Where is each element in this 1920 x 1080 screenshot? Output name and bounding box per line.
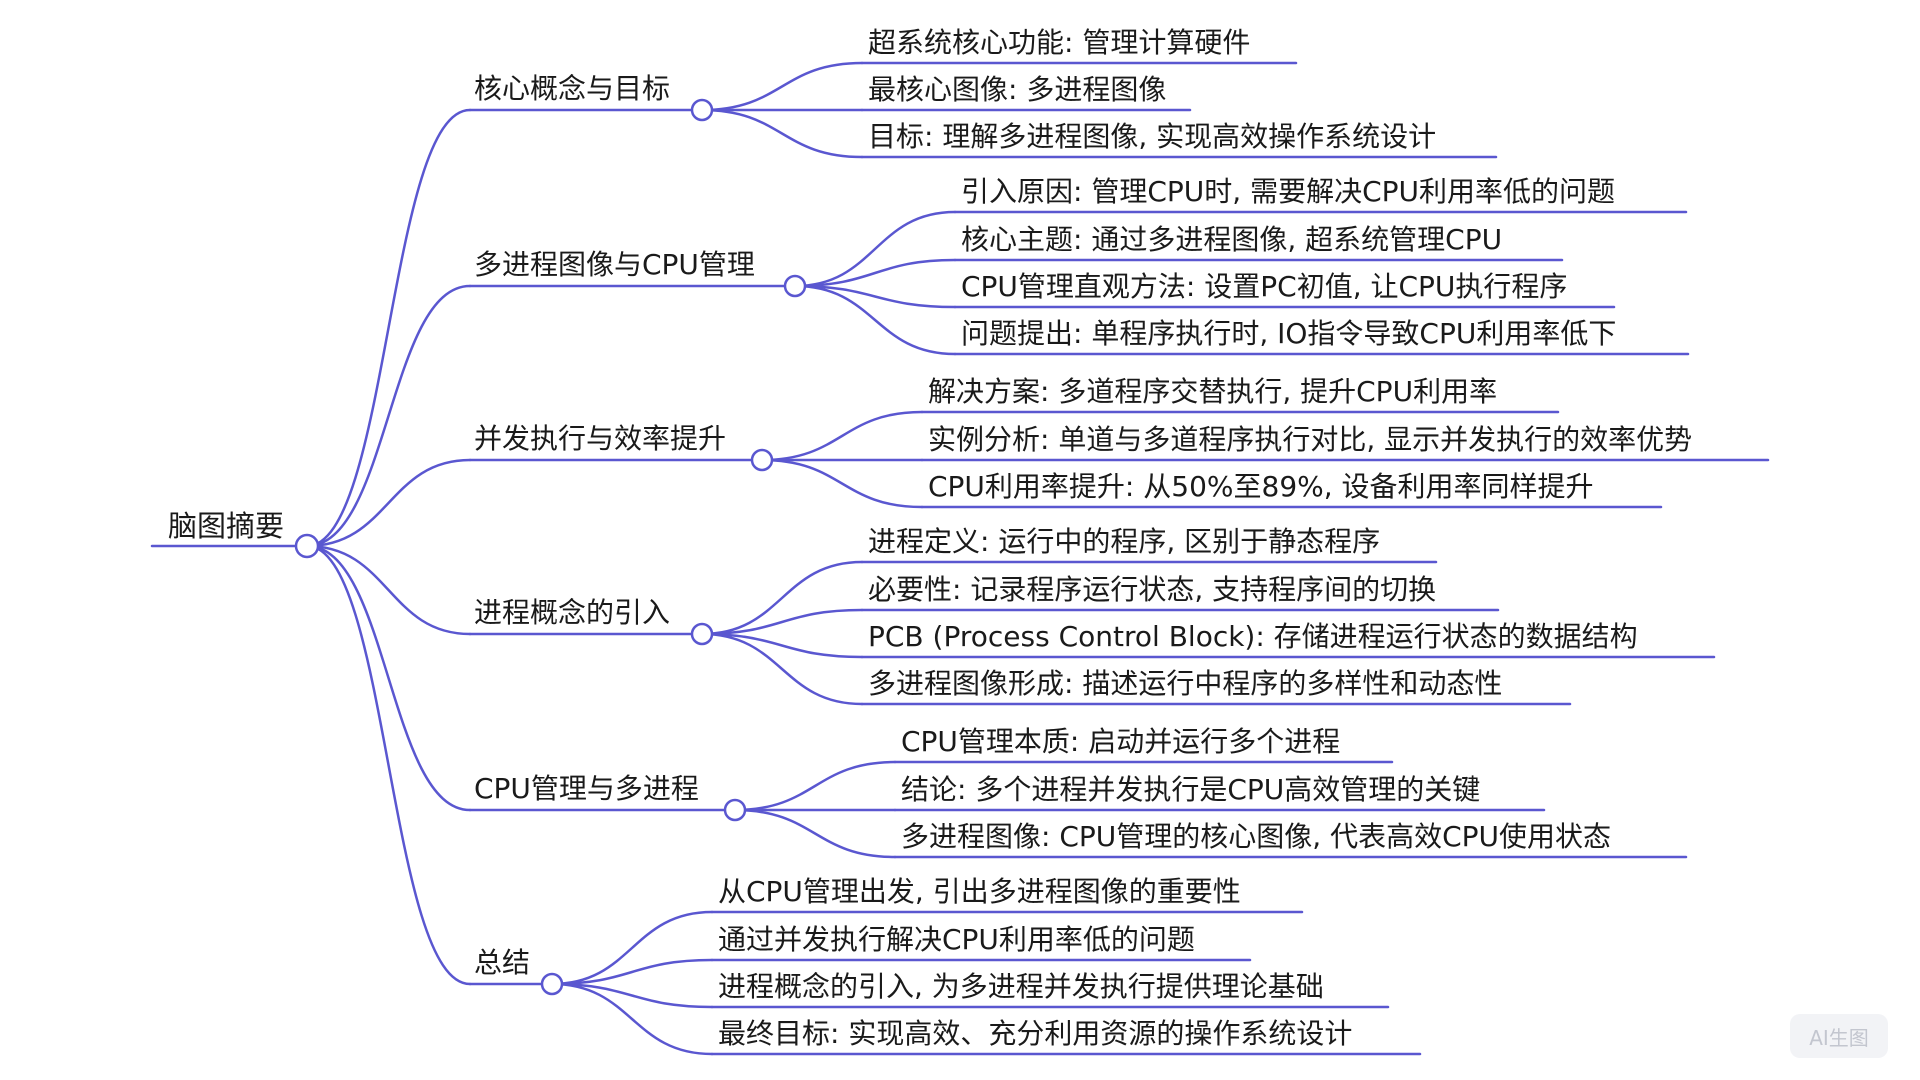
leaf-label: 多进程图像形成: 描述运行中程序的多样性和动态性 xyxy=(868,667,1503,700)
leaf-label: CPU管理直观方法: 设置PC初值, 让CPU执行程序 xyxy=(961,270,1568,303)
branch-to-leaf-connector xyxy=(733,760,897,812)
root-to-branch-connector xyxy=(305,544,472,812)
root-node-circle xyxy=(294,533,320,559)
branch-label: 总结 xyxy=(474,946,531,979)
leaf-label: PCB (Process Control Block): 存储进程运行状态的数据… xyxy=(868,620,1638,653)
branch-node-circle xyxy=(690,98,714,122)
leaf-label: 最核心图像: 多进程图像 xyxy=(868,73,1167,106)
ai-watermark-badge: AI生图 xyxy=(1790,1014,1888,1058)
leaf-label: 进程定义: 运行中的程序, 区别于静态程序 xyxy=(868,525,1381,558)
branch-label: CPU管理与多进程 xyxy=(474,772,699,805)
root-to-branch-connector xyxy=(305,458,472,548)
branch-label: 多进程图像与CPU管理 xyxy=(474,248,755,281)
branch-to-leaf-connector xyxy=(550,958,714,986)
branch-to-leaf-connector xyxy=(793,284,957,356)
branch-label: 核心概念与目标 xyxy=(474,72,671,105)
branch-node-circle xyxy=(750,448,774,472)
branch-to-leaf-connector xyxy=(550,982,714,1009)
leaf-label: 结论: 多个进程并发执行是CPU高效管理的关键 xyxy=(901,773,1481,806)
leaf-label: 超系统核心功能: 管理计算硬件 xyxy=(868,26,1251,59)
branch-node-circle xyxy=(540,972,564,996)
root-label: 脑图摘要 xyxy=(168,509,285,543)
leaf-label: 核心主题: 通过多进程图像, 超系统管理CPU xyxy=(961,223,1503,256)
branch-node-circle xyxy=(690,622,714,646)
branch-to-leaf-connector xyxy=(760,410,924,462)
leaf-label: 最终目标: 实现高效、充分利用资源的操作系统设计 xyxy=(718,1017,1353,1050)
leaf-label: CPU管理本质: 启动并运行多个进程 xyxy=(901,725,1341,758)
leaf-label: 实例分析: 单道与多道程序执行对比, 显示并发执行的效率优势 xyxy=(928,423,1693,456)
root-to-branch-connector xyxy=(305,108,472,548)
root-to-branch-connector xyxy=(305,544,472,986)
branch-to-leaf-connector xyxy=(793,258,957,288)
branch-to-leaf-connector xyxy=(700,632,864,659)
branch-to-leaf-connector xyxy=(550,982,714,1056)
leaf-label: 目标: 理解多进程图像, 实现高效操作系统设计 xyxy=(868,120,1437,153)
branch-to-leaf-connector xyxy=(760,458,924,509)
root-to-branch-connector xyxy=(305,284,472,548)
branch-to-leaf-connector xyxy=(700,608,864,636)
branch-to-leaf-connector xyxy=(700,108,864,159)
leaf-label: 进程概念的引入, 为多进程并发执行提供理论基础 xyxy=(718,970,1324,1003)
leaf-label: CPU利用率提升: 从50%至89%, 设备利用率同样提升 xyxy=(928,470,1594,503)
leaf-label: 必要性: 记录程序运行状态, 支持程序间的切换 xyxy=(868,573,1437,606)
branch-node-circle xyxy=(723,798,747,822)
leaf-label: 解决方案: 多道程序交替执行, 提升CPU利用率 xyxy=(928,375,1498,408)
branch-to-leaf-connector xyxy=(793,210,957,288)
branch-label: 并发执行与效率提升 xyxy=(474,422,727,455)
branch-to-leaf-connector xyxy=(700,632,864,706)
leaf-label: 多进程图像: CPU管理的核心图像, 代表高效CPU使用状态 xyxy=(901,820,1611,853)
leaf-label: 引入原因: 管理CPU时, 需要解决CPU利用率低的问题 xyxy=(961,175,1615,208)
leaf-label: 通过并发执行解决CPU利用率低的问题 xyxy=(718,923,1195,956)
root-to-branch-connector xyxy=(305,544,472,636)
branch-to-leaf-connector xyxy=(733,808,897,859)
branch-to-leaf-connector xyxy=(550,910,714,986)
branch-to-leaf-connector xyxy=(793,284,957,309)
leaf-label: 问题提出: 单程序执行时, IO指令导致CPU利用率低下 xyxy=(961,317,1617,350)
branch-node-circle xyxy=(783,274,807,298)
branch-label: 进程概念的引入 xyxy=(474,596,671,629)
branch-to-leaf-connector xyxy=(700,61,864,112)
branch-to-leaf-connector xyxy=(700,560,864,636)
leaf-label: 从CPU管理出发, 引出多进程图像的重要性 xyxy=(718,875,1241,908)
